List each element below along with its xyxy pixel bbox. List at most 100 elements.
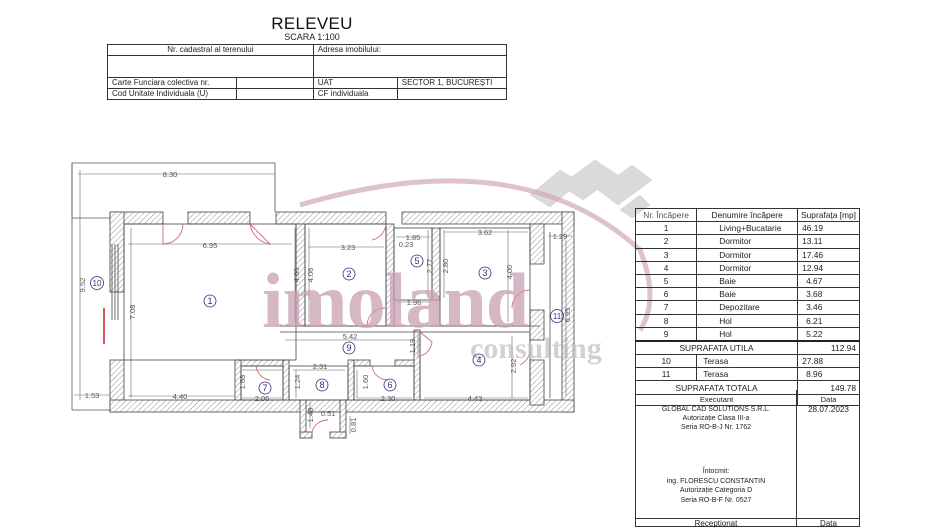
dim-323: 3.23: [341, 243, 356, 252]
dim-206: 2.06: [255, 394, 270, 403]
received-row: Receptionat Data: [636, 518, 859, 528]
dim-695: 6.95: [203, 241, 218, 250]
room-marker-1: 1: [203, 294, 217, 308]
watermark-brand: imoland: [262, 257, 529, 344]
dim-231: 2.31: [313, 362, 328, 371]
room-marker-7: 7: [258, 381, 272, 395]
dim-952: 9.52: [78, 278, 87, 293]
svg-text:1: 1: [207, 296, 212, 306]
col-header-nr: Nr. Încăpere: [634, 207, 698, 223]
dim-185: 1.85: [406, 233, 421, 242]
engineer-authorization: Autorizație Categoria D: [679, 487, 753, 494]
page-title: RELEVEU: [271, 14, 353, 33]
prepared-label: Întocmit:: [702, 468, 730, 475]
room-marker-6: 6: [383, 378, 397, 392]
room-marker-5: 5: [410, 254, 424, 268]
dim-051: 0.51: [321, 409, 336, 418]
col-header-area: Suprafața [mp]: [797, 207, 860, 223]
room-marker-2: 2: [342, 267, 356, 281]
dim-406a: 4.06: [292, 268, 301, 283]
executant-company-info: GLOBAL CAD SOLUTIONS S.R.L. Autorizație …: [636, 405, 796, 432]
room-marker-11: 11: [550, 309, 564, 323]
dim-280: 2.80: [441, 259, 450, 274]
col-header-name: Denumire încăpere: [696, 207, 799, 223]
room-marker-9: 9: [342, 341, 356, 355]
dim-119: 1.19: [408, 339, 417, 354]
dim-196: 1.96: [407, 298, 422, 307]
executant-block: GLOBAL CAD SOLUTIONS S.R.L. Autorizație …: [635, 390, 860, 528]
dim-406b: 4.06: [306, 268, 315, 283]
watermark-buildings-icon: [529, 159, 653, 219]
dim-542: 5.42: [343, 332, 358, 341]
engineer-name: ing. FLORESCU CONSTANTIN: [666, 477, 766, 485]
rooms-area-table: Nr. Încăpere Denumire încăpere Suprafața…: [634, 207, 860, 406]
svg-text:9: 9: [346, 343, 351, 353]
room-marker-4: 4: [472, 353, 486, 367]
company-series: Seria RO-B-J Nr. 1762: [680, 424, 752, 431]
dim-023: 0.23: [399, 240, 414, 249]
svg-text:8: 8: [319, 380, 324, 390]
total-area-row: SUPRAFATA TOTALA 149.78: [634, 380, 860, 395]
dim-292: 2.92: [509, 359, 518, 374]
table-header-row: Nr. Încăpere Denumire încăpere Suprafața…: [634, 207, 860, 223]
dim-160: 1.60: [361, 375, 370, 390]
engineer-series: Seria RO-B-F Nr. 0527: [680, 496, 752, 504]
room-marker-3: 3: [478, 266, 492, 280]
executant-date: 28.07.2023: [808, 405, 849, 414]
received-date-label: Data: [820, 519, 837, 528]
executant-header-row: Executant Data: [634, 393, 860, 406]
useful-area-label: SUPRAFATA UTILA: [634, 339, 799, 356]
dim-148: 1.48: [306, 408, 315, 423]
svg-text:2: 2: [346, 269, 351, 279]
header-info-table: Nr. cadastral al terenului Adresa imobil…: [107, 44, 508, 100]
dim-124: 1.24: [293, 375, 302, 390]
received-label: Receptionat: [694, 519, 738, 528]
scale-label: SCARA 1:100: [284, 32, 340, 42]
dim-129: 1.29: [553, 232, 568, 241]
svg-text:11: 11: [553, 312, 562, 321]
svg-text:3: 3: [482, 268, 487, 278]
useful-area-row: SUPRAFATA UTILA 112.94: [634, 339, 860, 356]
cf-value: [396, 88, 508, 100]
company-name: GLOBAL CAD SOLUTIONS S.R.L.: [661, 406, 771, 413]
dim-830: 8.30: [163, 170, 178, 179]
dim-443: 4.43: [468, 394, 483, 403]
total-area-value: 149.78: [797, 380, 860, 395]
dim-440: 4.40: [173, 392, 188, 401]
svg-text:5: 5: [414, 256, 419, 266]
room-marker-8: 8: [315, 378, 329, 392]
svg-text:6: 6: [387, 380, 392, 390]
cod-unitate-label: Cod Unitate Individuala (U): [107, 88, 237, 100]
useful-area-value: 112.94: [797, 339, 860, 356]
engineer-info: Întocmit: ing. FLORESCU CONSTANTIN Autor…: [636, 467, 796, 505]
dim-081: 0.81: [349, 418, 358, 433]
dim-230: 2.30: [381, 394, 396, 403]
company-authorization: Autorizație Clasa III-a: [682, 415, 750, 422]
dim-695r: 6.95: [563, 308, 572, 323]
dim-277: 2.77: [425, 259, 434, 274]
dim-153: 1.53: [85, 391, 100, 400]
room-marker-10: 10: [90, 276, 104, 290]
watermark-sub: consulting: [470, 332, 602, 365]
executant-label: Executant: [634, 393, 799, 406]
svg-text:7: 7: [262, 383, 267, 393]
dim-362: 3.62: [478, 228, 493, 237]
svg-text:4: 4: [476, 355, 481, 365]
dim-400: 4.00: [505, 265, 514, 280]
dim-708: 7.08: [128, 305, 137, 320]
dim-168: 1.68: [238, 375, 247, 390]
total-area-label: SUPRAFATA TOTALA: [634, 380, 799, 395]
svg-text:10: 10: [93, 279, 102, 288]
date-label: Data: [797, 393, 860, 406]
